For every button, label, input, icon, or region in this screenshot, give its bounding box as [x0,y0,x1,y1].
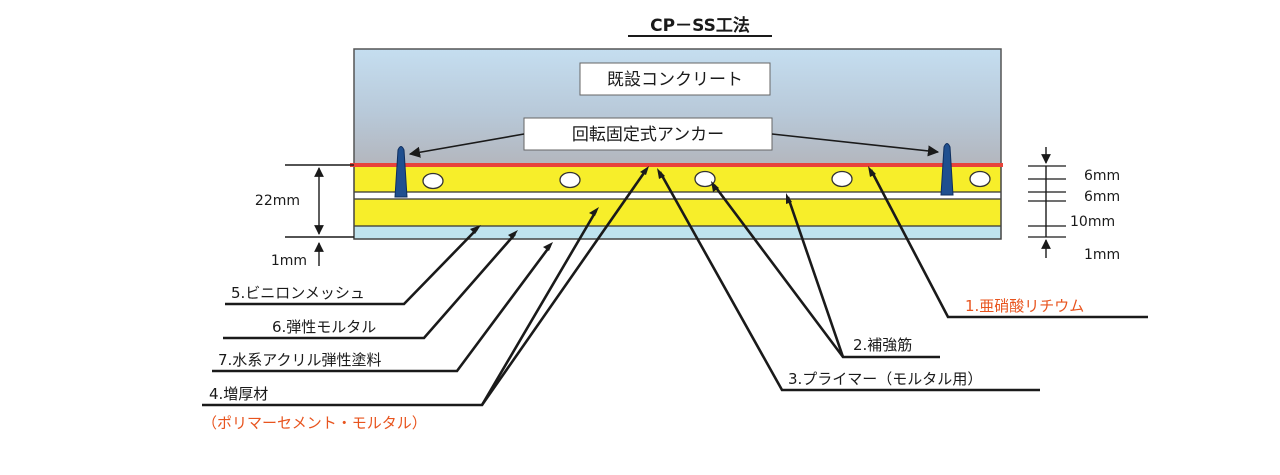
anchor-label-box [523,117,773,151]
rebar [969,170,991,188]
callout-thickening-material: 4.増厚材 [209,385,268,403]
dimension-right: 6mm 6mm 10mm 1mm [1028,147,1120,263]
rotary-anchor-right [940,143,954,196]
callouts-right: 1.亜硝酸リチウム 2.補強筋 3.プライマー（モルタル用） [657,166,1148,392]
rebar [422,172,444,190]
existing-concrete-label-box [579,62,771,96]
dimension-6mm-a: 6mm [1084,168,1120,184]
dimension-1mm-right: 1mm [1084,247,1120,263]
dimension-6mm-b: 6mm [1084,189,1120,205]
callouts-left: 5.ビニロンメッシュ 6.弾性モルタル 7.水系アクリル弾性塗料 4.増厚材 （… [202,166,649,432]
callout-lithium-nitrite: 1.亜硝酸リチウム [965,297,1084,315]
acrylic-paint-layer [354,226,1001,239]
callout-reinforcing-bar: 2.補強筋 [853,336,912,354]
rotary-anchor-left [394,146,408,198]
dimension-10mm: 10mm [1070,214,1115,230]
callout-primer: 3.プライマー（モルタル用） [788,370,982,388]
dimension-22mm: 22mm [255,193,300,209]
rebar [694,170,716,188]
rebar-circles [422,170,991,190]
existing-concrete-label: 既設コンクリート [607,70,743,90]
mortar-layer-upper [354,165,1001,192]
rebar [559,171,581,189]
diagram-title: CP－SS工法 [650,15,750,36]
dimension-left: 22mm 1mm [255,164,354,269]
vinylon-mesh-layer [354,192,1001,199]
callout-polymer-cement-mortar: （ポリマーセメント・モルタル） [202,414,427,432]
callout-vinylon-mesh: 5.ビニロンメッシュ [231,284,365,302]
callout-acrylic-paint: 7.水系アクリル弾性塗料 [218,351,382,369]
dimension-1mm-left: 1mm [271,253,307,269]
rebar [831,170,853,188]
anchor-label: 回転固定式アンカー [572,125,724,145]
callout-elastic-mortar: 6.弾性モルタル [272,318,376,336]
